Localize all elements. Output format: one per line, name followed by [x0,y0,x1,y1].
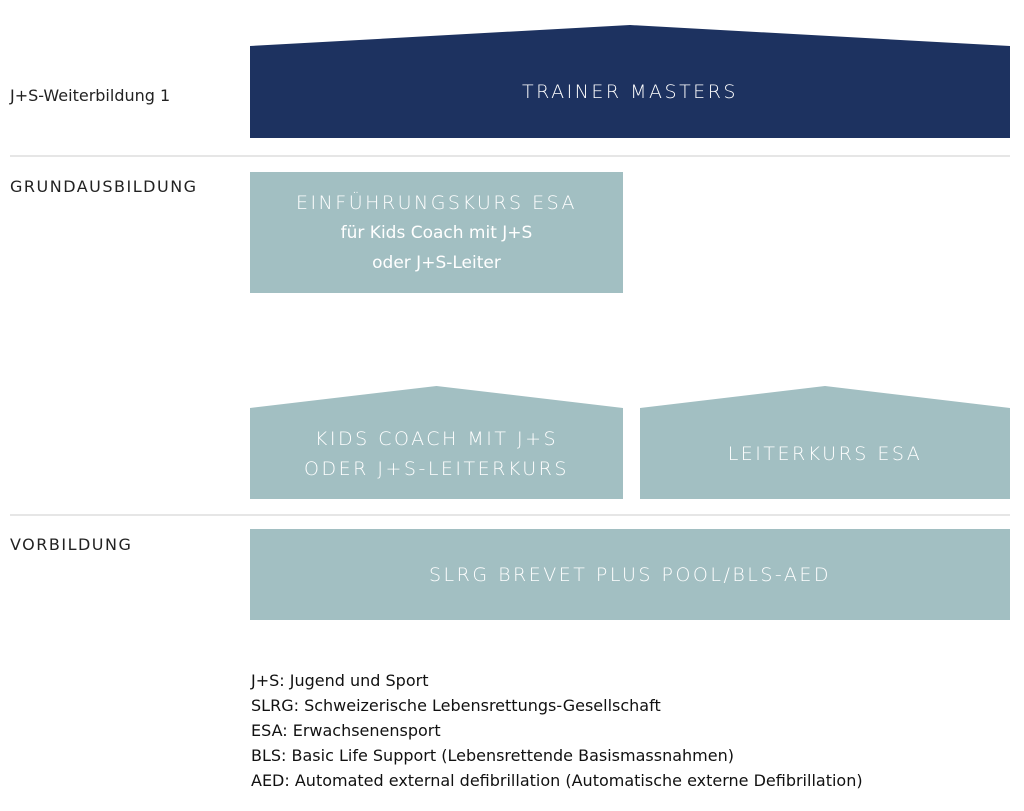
einfuehrungskurs-line2: für Kids Coach mit J+S [340,222,533,243]
slrg-label: SLRG BREVET PLUS POOL/BLS-AED [428,563,832,586]
level-label-weiterbildung: J+S-Weiterbildung 1 [10,86,171,105]
divider [10,155,1010,157]
leiterkurs-box: LEITERKURS ESA [640,386,1010,499]
einfuehrungskurs-line3: oder J+S-Leiter [372,252,501,273]
legend-item: J+S: Jugend und Sport [251,671,429,690]
kids-coach-box: KIDS COACH MIT J+S ODER J+S-LEITERKURS [250,386,623,499]
legend: J+S: Jugend und Sport SLRG: Schweizerisc… [251,668,863,793]
einfuehrungskurs-box: EINFÜHRUNGSKURS ESA für Kids Coach mit J… [250,172,623,293]
level-label-grundausbildung: GRUNDAUSBILDUNG [10,177,198,196]
legend-item: BLS: Basic Life Support (Lebensrettende … [251,746,734,765]
trainer-masters-box: TRAINER MASTERS [250,25,1010,138]
legend-item: ESA: Erwachsenensport [251,721,441,740]
trainer-masters-label: TRAINER MASTERS [522,81,738,103]
level-label-vorbildung: VORBILDUNG [10,535,133,554]
kids-coach-line1: KIDS COACH MIT J+S [314,427,559,450]
kids-coach-line2: ODER J+S-LEITERKURS [304,457,569,480]
legend-item: AED: Automated external defibrillation (… [251,771,863,790]
legend-item: SLRG: Schweizerische Lebensrettungs-Gese… [251,696,661,715]
divider [10,514,1010,516]
einfuehrungskurs-title: EINFÜHRUNGSKURS ESA [295,191,578,214]
slrg-box: SLRG BREVET PLUS POOL/BLS-AED [250,529,1010,620]
leiterkurs-label: LEITERKURS ESA [727,442,923,465]
